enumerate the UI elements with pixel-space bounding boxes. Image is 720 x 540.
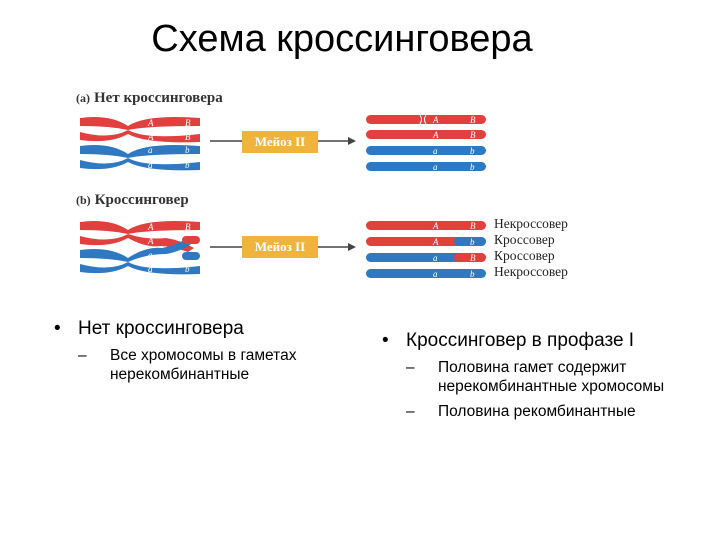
gamete-b3-B: B bbox=[470, 253, 476, 263]
outcome-label: Некроссовер bbox=[494, 216, 568, 231]
outcome-label: Некроссовер bbox=[494, 264, 568, 279]
allele-a-1: a bbox=[148, 145, 153, 155]
panel-a-label: Нет кроссинговера bbox=[94, 90, 223, 106]
gamete-b4-a: a bbox=[433, 269, 438, 279]
panel-a-parent-blue bbox=[80, 145, 200, 171]
gamete-a2-B: B bbox=[470, 130, 476, 140]
allele-B-1: B bbox=[185, 118, 191, 128]
gamete-a1-A: A bbox=[432, 115, 439, 125]
b-allele-a-2: a bbox=[148, 264, 153, 274]
gamete-b4-b: b bbox=[470, 269, 475, 279]
b-allele-A-2: A bbox=[147, 236, 154, 246]
left-sub-bullet: Все хромосомы в гаметах нерекомбинантные bbox=[78, 346, 374, 384]
allele-B-2: B bbox=[185, 132, 191, 142]
gamete-a3-a: a bbox=[433, 146, 438, 156]
panel-b-gametes bbox=[366, 221, 486, 278]
right-sub-bullet: Половина гамет содержит нерекомбинантные… bbox=[406, 358, 712, 396]
b-allele-A-1: A bbox=[147, 222, 154, 232]
right-sub-bullet: Половина рекомбинантные bbox=[406, 402, 712, 421]
gamete-b2-b: b bbox=[470, 237, 475, 247]
panel-b-tag: (b) bbox=[76, 193, 91, 207]
panel-a-gametes bbox=[366, 114, 486, 171]
outcome-label: Кроссовер bbox=[494, 248, 555, 263]
gamete-b3-a: a bbox=[433, 253, 438, 263]
left-bullet-heading: Нет кроссинговера bbox=[54, 318, 374, 340]
b-allele-b-2: b bbox=[185, 264, 190, 274]
allele-b-2: b bbox=[185, 160, 190, 170]
right-bullet-list: Кроссинговер в профазе I Половина гамет … bbox=[382, 330, 712, 421]
gamete-a4-b: b bbox=[470, 162, 475, 172]
gamete-b1-B: B bbox=[470, 221, 476, 231]
panel-a-parent-red bbox=[80, 117, 200, 143]
outcome-label: Кроссовер bbox=[494, 232, 555, 247]
allele-A-2: A bbox=[147, 132, 154, 142]
gamete-b1-A: A bbox=[432, 221, 439, 231]
panel-a-title: (a) Нет кроссинговера bbox=[76, 90, 223, 107]
b-allele-B-1: B bbox=[185, 222, 191, 232]
meiosis-ii-label-b: Мейоз II bbox=[242, 236, 318, 258]
gamete-a1-B: B bbox=[470, 115, 476, 125]
gamete-a4-a: a bbox=[433, 162, 438, 172]
slide-title: Схема кроссинговера bbox=[151, 18, 533, 60]
allele-a-2: a bbox=[148, 160, 153, 170]
panel-b-parent-blue bbox=[80, 236, 200, 275]
gamete-b2-A: A bbox=[432, 237, 439, 247]
allele-b-1: b bbox=[185, 145, 190, 155]
gamete-a2-A: A bbox=[432, 130, 439, 140]
allele-A-1: A bbox=[147, 118, 154, 128]
crossing-over-diagram: (a) Нет кроссинговера (b)Кроссинговер A B… bbox=[70, 80, 610, 295]
panel-b-parent-red bbox=[80, 221, 200, 252]
left-bullet-list: Нет кроссинговера Все хромосомы в гамета… bbox=[54, 318, 374, 384]
right-bullet-heading: Кроссинговер в профазе I bbox=[382, 330, 712, 352]
b-allele-a-1: a bbox=[148, 250, 153, 260]
panel-b-title: (b)Кроссинговер bbox=[76, 192, 189, 209]
panel-b-label: Кроссинговер bbox=[94, 192, 189, 208]
chromosome-drawing: A B A B a b a b A B A B a b a b bbox=[80, 114, 486, 279]
gamete-a3-b: b bbox=[470, 146, 475, 156]
meiosis-ii-label-a: Мейоз II bbox=[242, 131, 318, 153]
panel-a-tag: (a) bbox=[76, 91, 90, 105]
